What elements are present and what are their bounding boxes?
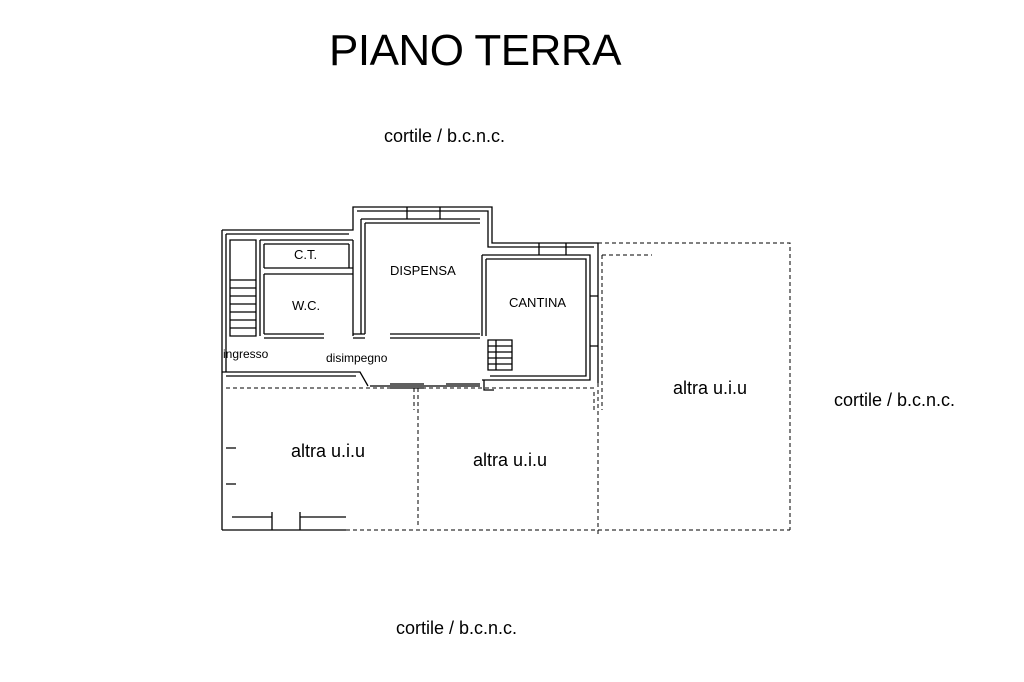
unit-label-right: altra u.i.u bbox=[673, 378, 748, 398]
bottom-left-wall bbox=[222, 512, 346, 531]
courtyard-label-right: cortile / b.c.n.c. bbox=[834, 390, 956, 410]
unit-label-middle: altra u.i.u bbox=[473, 450, 548, 470]
courtyard-label-top: cortile / b.c.n.c. bbox=[384, 126, 506, 146]
room-label-dispensa: DISPENSA bbox=[390, 263, 456, 278]
room-label-wc: W.C. bbox=[292, 298, 321, 313]
boundary-right-unit bbox=[597, 242, 791, 534]
room-label-cantina: CANTINA bbox=[509, 295, 567, 310]
page-title: PIANO TERRA bbox=[329, 26, 621, 75]
wc-door-wall bbox=[264, 333, 324, 339]
corridor-wall bbox=[370, 380, 494, 391]
room-label-ct: C.T. bbox=[294, 247, 318, 262]
outer-wall-inner bbox=[226, 210, 594, 248]
left-staircase bbox=[229, 239, 257, 337]
cantina-walls bbox=[481, 243, 598, 381]
service-rooms-walls bbox=[259, 239, 354, 336]
boundary-middle-unit bbox=[413, 388, 419, 528]
boundary-left-unit bbox=[226, 387, 790, 531]
courtyard-label-bottom: cortile / b.c.n.c. bbox=[396, 618, 518, 638]
unit-label-left: altra u.i.u bbox=[291, 441, 366, 461]
dispensa-walls bbox=[353, 207, 480, 339]
front-wall bbox=[222, 371, 369, 387]
wall-mark bbox=[226, 447, 236, 485]
room-label-ingresso: ingresso bbox=[223, 347, 269, 361]
boundary-tick bbox=[226, 392, 595, 449]
left-wall bbox=[221, 230, 227, 530]
cantina-steps bbox=[487, 339, 513, 371]
room-label-disimpegno: disimpegno bbox=[326, 351, 388, 365]
